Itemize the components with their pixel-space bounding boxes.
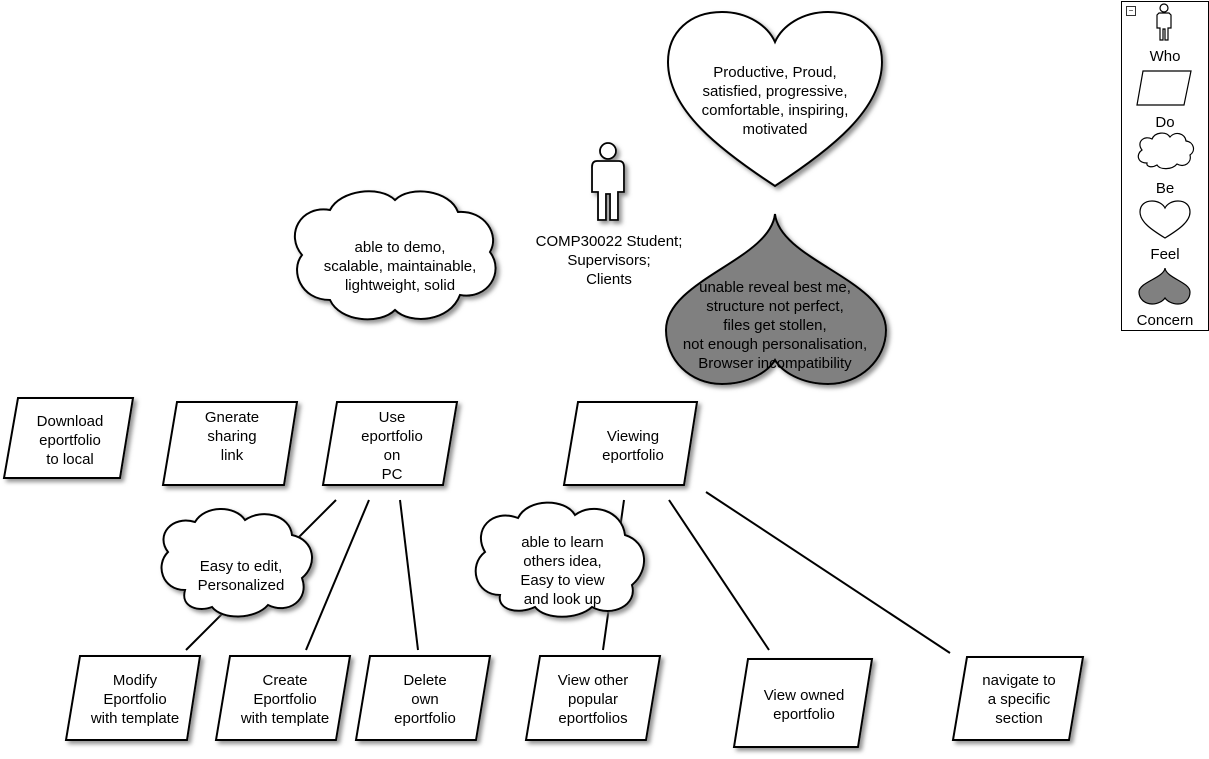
- who-person-icon: [591, 142, 625, 221]
- be-cloud-learn-shape: [474, 501, 646, 618]
- do-sharing-label: Gnerate sharing link: [204, 409, 260, 464]
- be-learn-label: able to learn others idea, Easy to view …: [520, 534, 605, 608]
- do-use-pc-shape: [321, 401, 459, 486]
- do-view-popular-label: View other popular eportfolios: [557, 672, 629, 727]
- legend-do-icon: [1136, 70, 1192, 106]
- who-label: COMP30022 Student; Supervisors; Clients: [535, 233, 683, 288]
- connector-usepc-create: [305, 499, 370, 651]
- do-view-popular-shape: [524, 655, 662, 741]
- do-view-owned-label: View owned eportfolio: [763, 687, 845, 723]
- connector-viewing-navigate: [705, 491, 951, 654]
- feel-label: Productive, Proud, satisfied, progressiv…: [701, 64, 849, 138]
- do-viewing-shape: [562, 401, 699, 486]
- be-cloud-top-shape: [293, 190, 497, 321]
- legend-be-icon: [1137, 132, 1195, 170]
- do-modify-shape: [64, 655, 202, 741]
- do-sharing-shape: [161, 401, 299, 486]
- connector-usepc-delete: [399, 499, 419, 651]
- do-download-shape: [2, 397, 135, 479]
- legend-be-label: Be: [1155, 180, 1175, 197]
- do-modify-label: Modify Eportfolio with template: [90, 672, 180, 727]
- concern-label: unable reveal best me, structure not per…: [682, 279, 868, 372]
- legend-concern-icon: [1138, 267, 1191, 305]
- do-navigate-label: navigate to a specific section: [982, 672, 1056, 727]
- legend-shapes: [1136, 3, 1195, 305]
- legend-feel-icon: [1139, 200, 1191, 239]
- legend-who-label: Who: [1149, 48, 1181, 65]
- do-use-pc-label: Use eportfolio on PC: [361, 409, 423, 483]
- concern-heart-shape: [664, 213, 888, 386]
- feel-heart-shape: [666, 10, 884, 188]
- do-delete-label: Delete own eportfolio: [394, 672, 456, 727]
- do-download-label: Download eportfolio to local: [36, 413, 104, 468]
- do-viewing-label: Viewing eportfolio: [602, 428, 664, 464]
- legend-do-label: Do: [1155, 114, 1175, 131]
- legend-feel-label: Feel: [1150, 246, 1180, 263]
- do-create-label: Create Eportfolio with template: [240, 672, 330, 727]
- minus-box-icon[interactable]: −: [1126, 6, 1136, 16]
- be-cloud-edit-shape: [160, 508, 313, 618]
- legend-concern-label: Concern: [1136, 312, 1194, 329]
- do-create-shape: [214, 655, 352, 741]
- do-delete-shape: [354, 655, 492, 741]
- do-navigate-shape: [951, 656, 1085, 741]
- do-view-owned-shape: [732, 658, 874, 748]
- legend-person-icon: [1156, 3, 1172, 41]
- connector-viewing-owned: [668, 499, 770, 651]
- be-top-label: able to demo, scalable, maintainable, li…: [323, 239, 477, 294]
- be-edit-label: Easy to edit, Personalized: [197, 558, 285, 594]
- legend-panel: − Who Do Be Feel Concern: [1121, 1, 1209, 331]
